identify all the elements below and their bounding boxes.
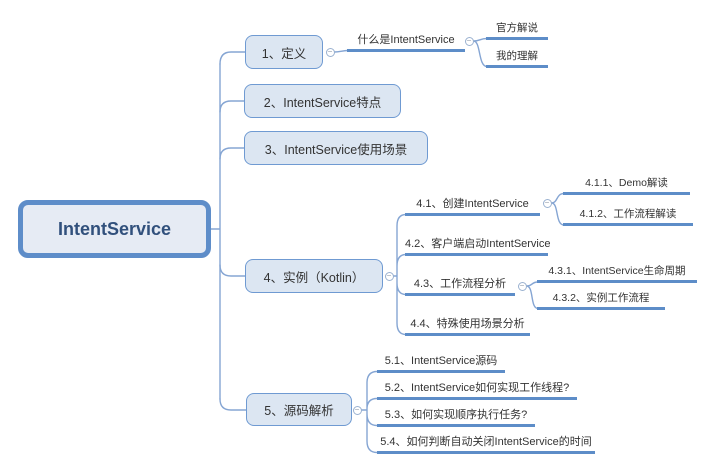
- collapse-icon[interactable]: −: [542, 198, 552, 208]
- branch-topic-definition[interactable]: 1、定义: [245, 35, 323, 69]
- connector-branch1-sub: [333, 37, 488, 68]
- branch-topic-label: 5、源码解析: [264, 404, 334, 418]
- branch-topic-use-scenarios[interactable]: 3、IntentService使用场景: [244, 131, 428, 165]
- connector-root-trunk: [210, 63, 221, 400]
- subtopic-4-1-create[interactable]: 4.1、创建IntentService: [405, 197, 540, 216]
- connector-branch-elbows: [219, 51, 247, 411]
- subtopic-4-3-2-example-workflow[interactable]: 4.3.2、实例工作流程: [537, 292, 665, 310]
- collapse-icon[interactable]: −: [384, 271, 394, 281]
- branch-topic-example-kotlin[interactable]: 4、实例（Kotlin）: [245, 259, 383, 293]
- subtopic-4-3-1-lifecycle[interactable]: 4.3.1、IntentService生命周期: [537, 265, 697, 283]
- branch-topic-label: 2、IntentService特点: [263, 95, 382, 110]
- collapse-icon[interactable]: −: [464, 36, 474, 46]
- branch-topic-label: 3、IntentService使用场景: [264, 142, 408, 157]
- collapse-icon[interactable]: −: [325, 47, 335, 57]
- connector-branch5-sub: [360, 370, 378, 454]
- subtopic-4-4-special-scenarios[interactable]: 4.4、特殊使用场景分析: [405, 317, 530, 336]
- subtopic-what-is-intentservice[interactable]: 什么是IntentService: [347, 33, 465, 52]
- subtopic-4-1-1-demo[interactable]: 4.1.1、Demo解读: [563, 177, 690, 195]
- root-topic-label: IntentService: [57, 218, 172, 239]
- collapse-icon[interactable]: −: [517, 281, 527, 291]
- subtopic-5-2-worker-thread[interactable]: 5.2、IntentService如何实现工作线程?: [377, 381, 577, 400]
- root-topic[interactable]: IntentService: [18, 200, 211, 258]
- branch-topic-source-analysis[interactable]: 5、源码解析: [246, 393, 352, 426]
- branch-topic-label: 1、定义: [261, 46, 307, 61]
- branch-topic-label: 4、实例（Kotlin）: [263, 270, 365, 285]
- subtopic-4-1-2-workflow[interactable]: 4.1.2、工作流程解读: [563, 208, 693, 226]
- connector-branch4-sub: [392, 192, 565, 336]
- subtopic-4-2-client-start[interactable]: 4.2、客户端启动IntentService: [405, 237, 551, 256]
- subtopic-5-1-source[interactable]: 5.1、IntentService源码: [377, 354, 505, 373]
- subtopic-official-explanation[interactable]: 官方解说: [486, 22, 548, 40]
- subtopic-5-4-auto-close-timing[interactable]: 5.4、如何判断自动关闭IntentService的时间: [377, 435, 595, 454]
- branch-topic-features[interactable]: 2、IntentService特点: [244, 84, 401, 118]
- subtopic-my-understanding[interactable]: 我的理解: [486, 50, 548, 68]
- subtopic-4-3-workflow-analysis[interactable]: 4.3、工作流程分析: [405, 277, 515, 296]
- collapse-icon[interactable]: −: [352, 405, 362, 415]
- subtopic-5-3-sequential-tasks[interactable]: 5.3、如何实现顺序执行任务?: [377, 408, 535, 427]
